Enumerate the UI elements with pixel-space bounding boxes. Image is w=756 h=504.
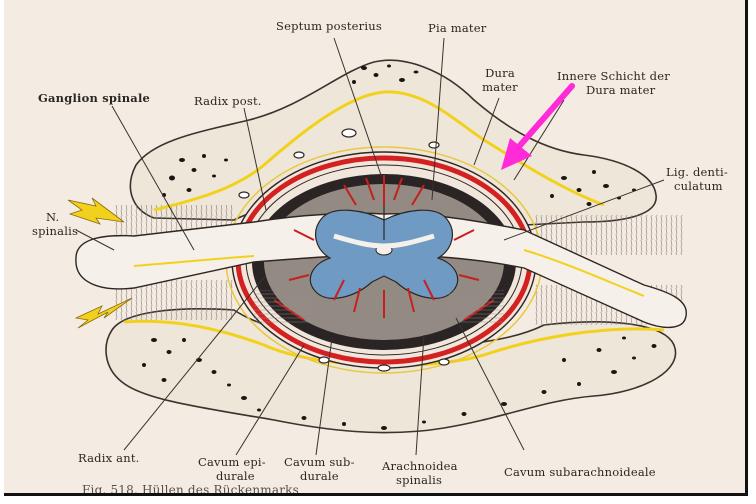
anatomical-plate: Septum posterius Pia mater Dura mater In… bbox=[4, 0, 748, 496]
bone-spots bbox=[142, 64, 657, 430]
label-lig-denticulatum-1: Lig. denti- bbox=[666, 165, 728, 179]
label-n-spinalis-1: N. bbox=[46, 210, 60, 224]
label-cavum-subarachnoideale: Cavum subarachnoideale bbox=[504, 465, 656, 479]
nerve-yellow-sheath bbox=[133, 249, 645, 297]
epidural-vessels bbox=[238, 128, 450, 372]
label-radix-post: Radix post. bbox=[194, 94, 262, 108]
label-dura-mater-1: Dura bbox=[485, 66, 515, 80]
label-innere-schicht-1: Innere Schicht der bbox=[557, 69, 670, 83]
white-commissure bbox=[333, 233, 435, 249]
lightning-arrow-upper bbox=[67, 197, 125, 225]
label-pia-mater: Pia mater bbox=[428, 21, 487, 35]
label-arachnoidea-1: Arachnoidea bbox=[382, 459, 458, 473]
spinal-cord-diagram bbox=[67, 37, 687, 456]
label-lig-denticulatum-2: culatum bbox=[674, 179, 723, 193]
label-dura-mater-2: mater bbox=[482, 80, 518, 94]
label-ganglion-spinale: Ganglion spinale bbox=[38, 91, 151, 105]
label-cavum-epidurale-1: Cavum epi- bbox=[198, 455, 266, 469]
spinal-nerve bbox=[75, 212, 687, 329]
label-arachnoidea-2: spinalis bbox=[396, 473, 443, 487]
label-radix-ant: Radix ant. bbox=[78, 451, 140, 465]
figure-caption: Fig. 518. Hüllen des Rückenmarks bbox=[82, 483, 299, 496]
label-cavum-subdurale-1: Cavum sub- bbox=[284, 455, 355, 469]
lightning-arrow-lower bbox=[74, 297, 133, 329]
outer-yellow-lining-upper bbox=[153, 90, 605, 212]
label-septum-posterius: Septum posterius bbox=[276, 19, 382, 33]
pointer-arrow bbox=[501, 83, 575, 170]
label-cavum-epidurale-2: durale bbox=[216, 469, 255, 483]
leader-lines bbox=[75, 37, 665, 456]
label-n-spinalis-2: spinalis bbox=[32, 224, 79, 238]
arachnoid-trabeculae-left bbox=[254, 290, 314, 325]
label-cavum-subdurale-2: durale bbox=[300, 469, 339, 483]
label-innere-schicht-2: Dura mater bbox=[586, 83, 656, 97]
arachnoid-trabeculae-right bbox=[444, 290, 504, 325]
